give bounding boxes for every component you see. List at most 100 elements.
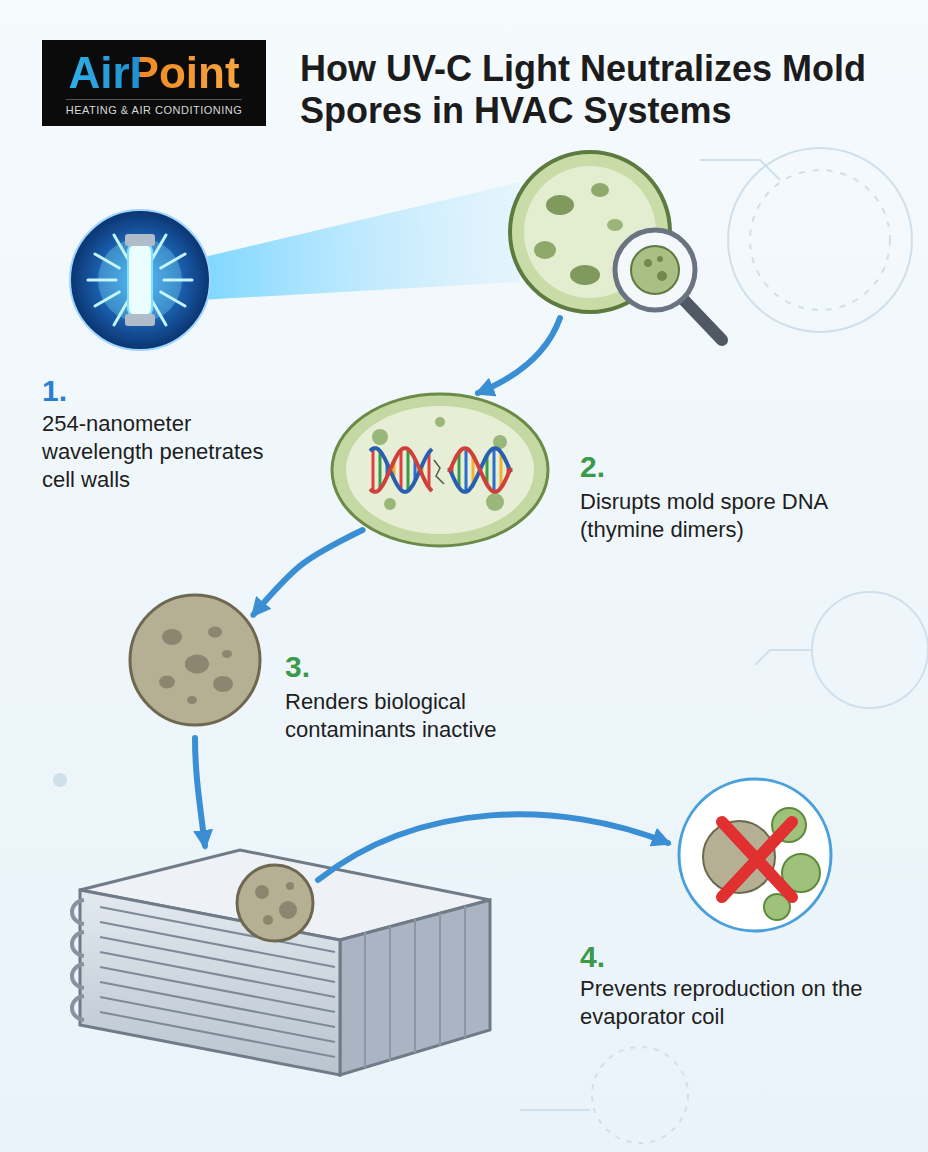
title: How UV-C Light Neutralizes Mold Spores i…	[300, 48, 915, 132]
step-number: 3.	[285, 650, 365, 684]
flow-arrow	[478, 318, 560, 393]
uv-beam	[200, 182, 520, 300]
step-description: Disrupts mold spore DNA (thymine dimers)	[580, 488, 890, 544]
organelle	[570, 265, 600, 285]
decor-ring	[728, 148, 912, 332]
spore-dot	[279, 901, 297, 919]
xcircle-shape	[677, 777, 833, 933]
coil-side	[340, 900, 490, 1075]
magnifier-handle	[682, 298, 722, 340]
base-pair	[465, 448, 468, 492]
dna-shape	[330, 392, 550, 548]
decor-trace	[755, 650, 812, 665]
organelle	[534, 241, 556, 259]
spore-dot	[255, 885, 269, 899]
spore-spot	[185, 654, 209, 673]
spore-body	[130, 595, 260, 725]
light-ray	[88, 279, 116, 282]
decor-ring	[750, 170, 890, 310]
tube-cap	[125, 314, 155, 326]
step-description: Renders biological contaminants inactive	[285, 688, 585, 744]
fin	[439, 913, 441, 1046]
fin	[100, 1012, 335, 1057]
u-bend	[72, 964, 84, 988]
u-bend	[72, 932, 84, 956]
flow-arrow	[195, 738, 205, 846]
spore-spot	[187, 696, 197, 704]
magnifier	[615, 230, 722, 340]
u-bends	[72, 900, 84, 1020]
decor-dot	[54, 774, 66, 786]
organelle	[372, 429, 388, 445]
dna-strand	[449, 448, 511, 492]
base-pair	[400, 450, 403, 490]
decor-trace	[520, 1109, 590, 1111]
brand-tagline: HEATING & AIR CONDITIONING	[66, 99, 243, 117]
step-number: 2.	[580, 450, 660, 484]
spore-on-coil	[237, 865, 313, 941]
light-ray	[161, 292, 185, 306]
u-bend	[72, 900, 84, 924]
evaporator-coil	[72, 850, 490, 1075]
fin	[464, 906, 466, 1038]
dna-strand	[370, 448, 432, 492]
coil-side-fins	[365, 906, 465, 1068]
tube-cap	[125, 234, 155, 246]
step-description: Prevents reproduction on the evaporator …	[580, 975, 900, 1031]
spore-spot	[159, 676, 175, 689]
base-pair	[372, 448, 375, 491]
flow-arrow	[253, 530, 362, 615]
fin	[364, 932, 366, 1068]
organelle	[384, 498, 396, 510]
blocked-reproduction-circle: 4.Prevents reproduction on the evaporato…	[677, 777, 833, 933]
decor-ring	[812, 592, 928, 708]
spore-closeup	[631, 246, 679, 294]
light-ray	[164, 279, 192, 282]
organelle	[435, 417, 445, 427]
circuit-decoration	[54, 148, 928, 1143]
flow-arrow	[318, 814, 668, 880]
lamp-shape	[68, 208, 212, 352]
brand-name: AirPoint	[68, 49, 239, 97]
spore-shape	[127, 592, 263, 728]
decor-ring	[592, 1047, 688, 1143]
spore-dot	[644, 259, 652, 267]
dna-cell: 2.Disrupts mold spore DNA (thymine dimer…	[330, 392, 550, 548]
organelle	[607, 219, 623, 231]
base-pair	[407, 449, 410, 491]
spore-dot	[657, 256, 663, 262]
step-number: 4.	[580, 940, 660, 974]
spore-dot	[263, 915, 273, 925]
cell-wall	[332, 394, 548, 546]
light-ray	[95, 292, 119, 306]
fin	[414, 919, 416, 1053]
logo-box: AirPointHEATING & AIR CONDITIONING	[42, 40, 266, 126]
dna-strand	[370, 448, 432, 492]
cell-interior	[346, 406, 534, 534]
decor-trace	[700, 160, 780, 180]
step-number: 1.	[42, 374, 122, 408]
base-pair	[493, 448, 496, 492]
organelle	[546, 195, 574, 215]
spore-spot	[213, 676, 233, 692]
base-pair	[379, 451, 382, 489]
light-ray	[95, 254, 119, 268]
red-x	[722, 822, 792, 897]
dna-break	[434, 460, 444, 484]
spore-dot	[286, 882, 294, 890]
u-bend	[72, 996, 84, 1020]
lamp-disc	[70, 210, 210, 350]
spore-dot	[657, 271, 667, 281]
dna-strand	[449, 448, 511, 492]
spore-spot	[208, 626, 222, 637]
spore	[237, 865, 313, 941]
light-ray	[161, 254, 185, 268]
step-description: 254-nanometer wavelength penetrates cell…	[42, 410, 272, 494]
uv-tube	[128, 242, 152, 318]
callout-circle	[679, 779, 831, 931]
organelle	[486, 493, 504, 511]
magnifier-lens	[615, 230, 695, 310]
spore-spot	[162, 629, 182, 645]
uv-lamp-circle: 1.254-nanometer wavelength penetrates ce…	[68, 208, 212, 352]
